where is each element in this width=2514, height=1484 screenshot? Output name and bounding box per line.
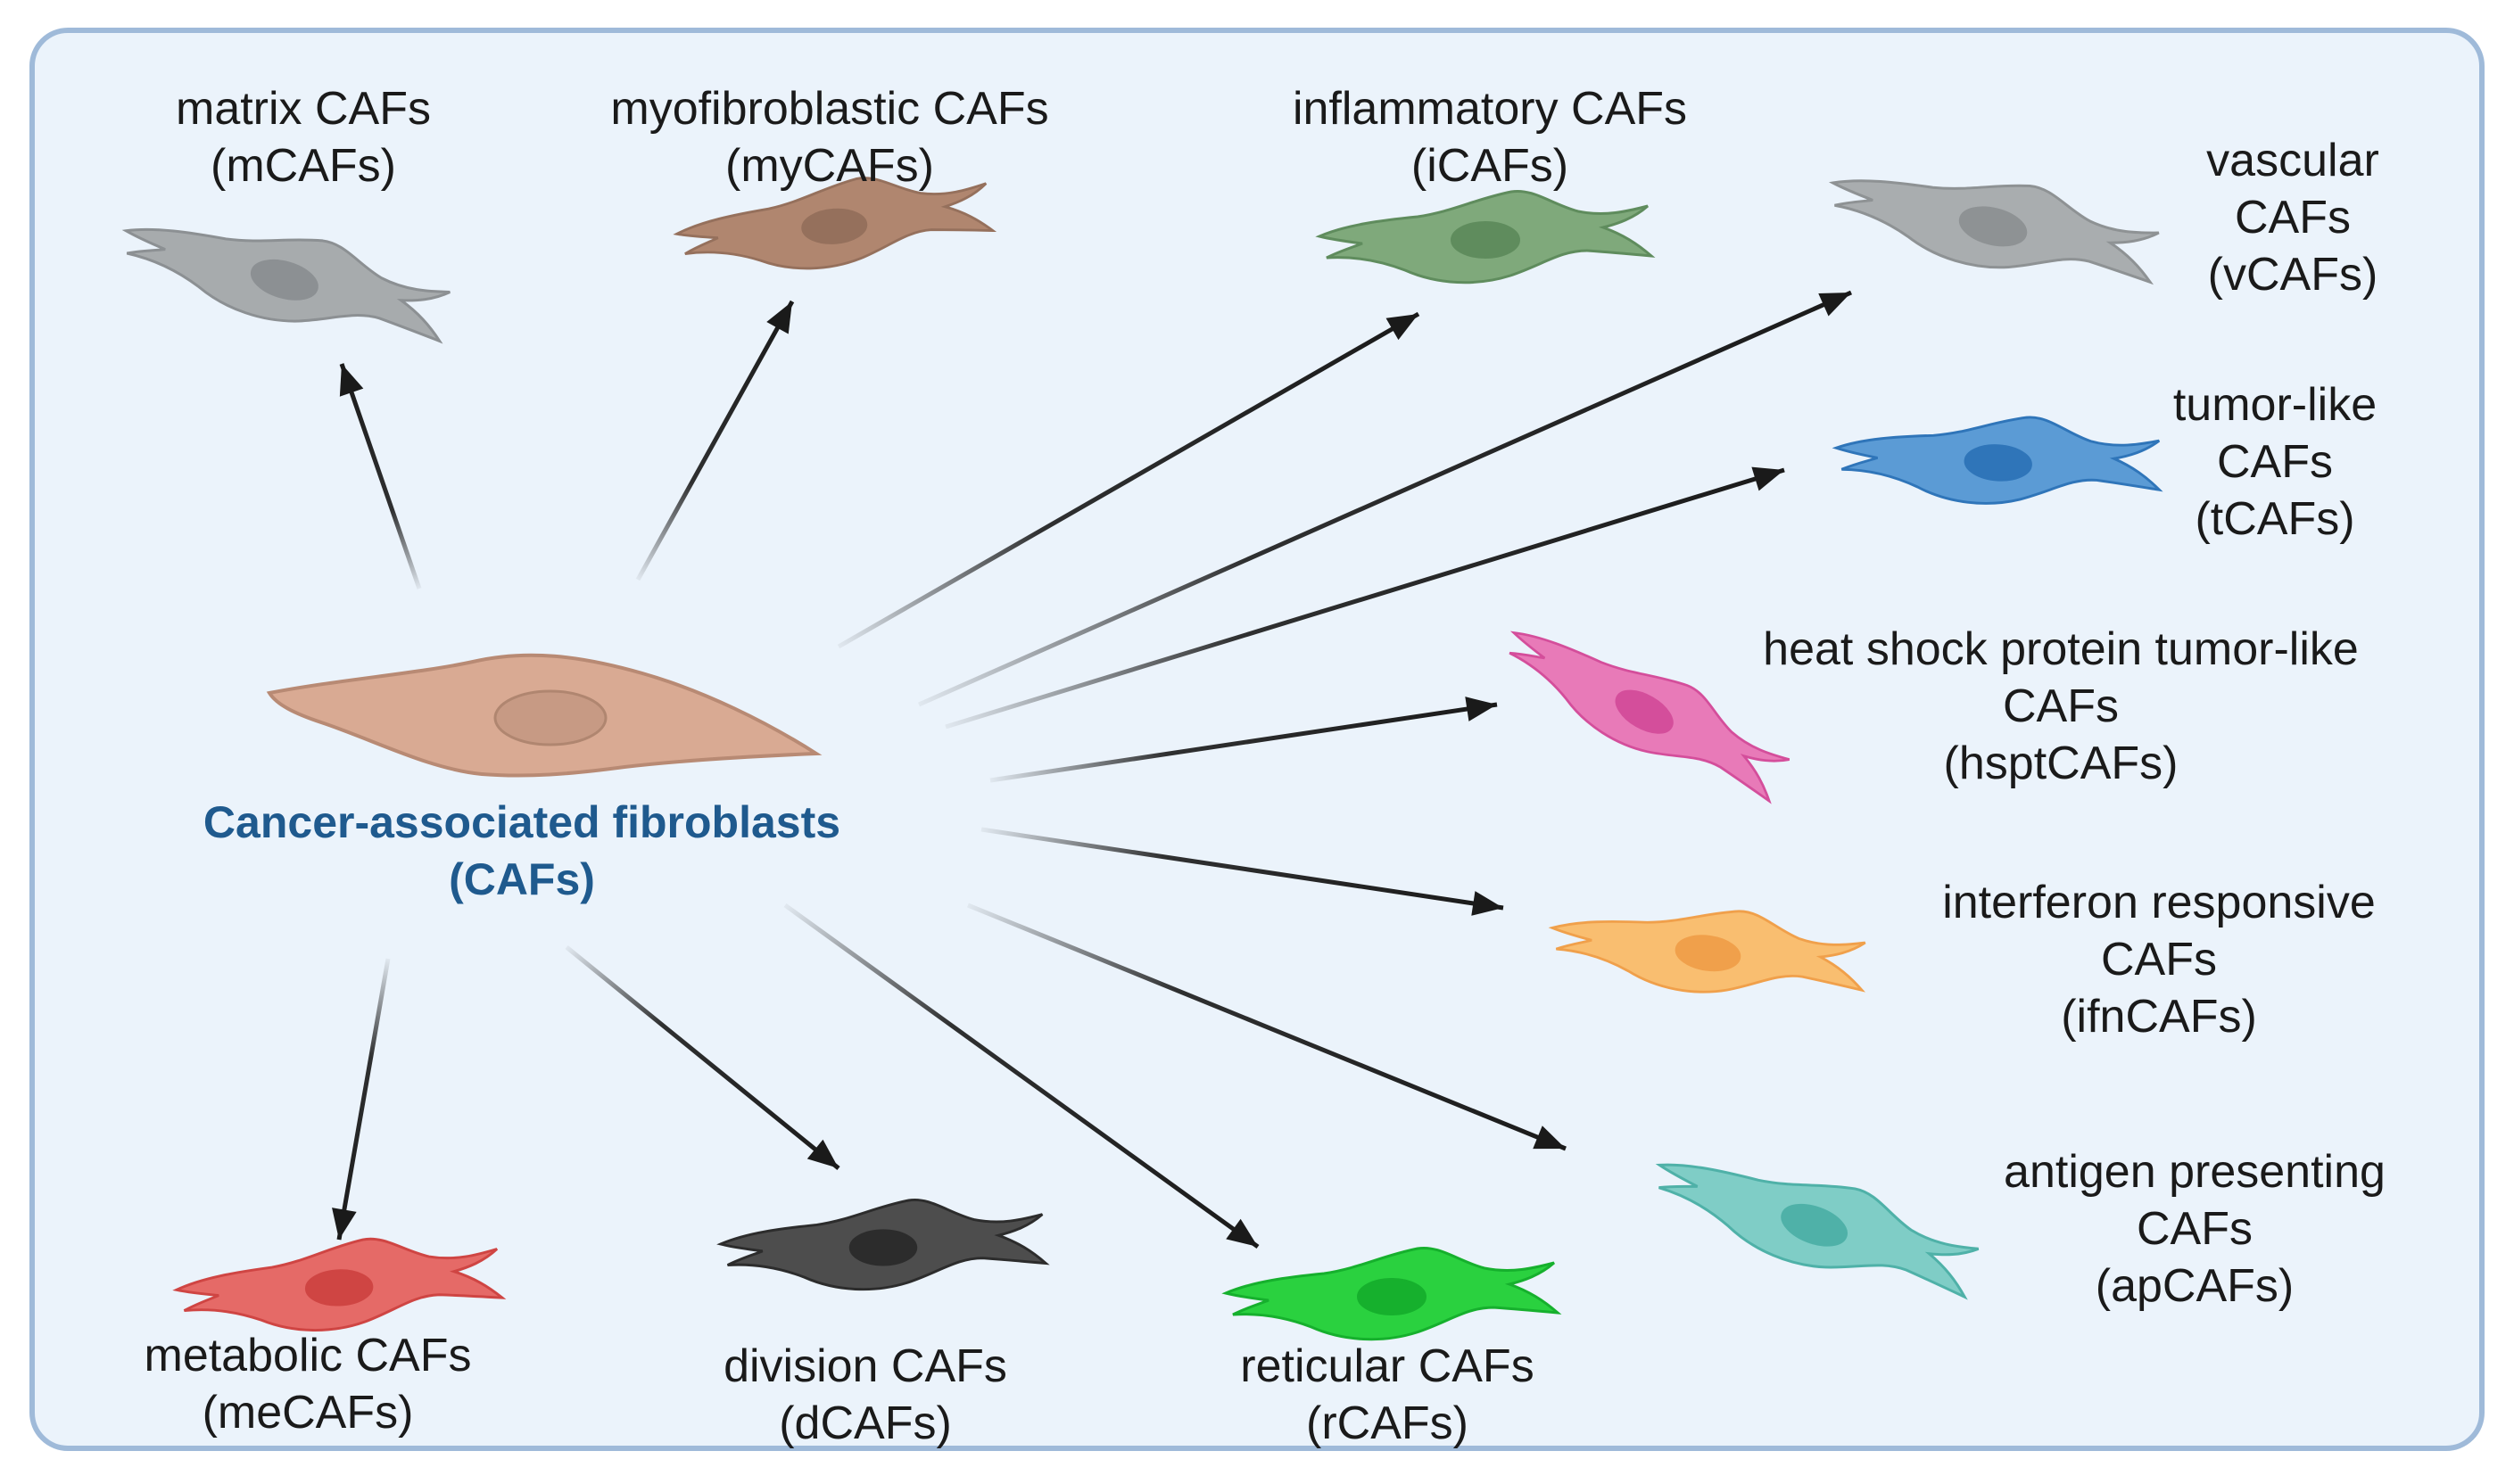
cell-hsptcafs xyxy=(1509,631,1790,804)
label-hsptcafs-line1: heat shock protein tumor-like xyxy=(1763,623,2359,675)
label-tcafs-line3: (tCAFs) xyxy=(2195,493,2355,545)
label-apcafs-line3: (apCAFs) xyxy=(2095,1260,2295,1312)
cell-mycafs xyxy=(673,177,997,270)
label-mcafs-abbr: (mCAFs) xyxy=(211,140,396,192)
arrowhead-tcafs xyxy=(1751,466,1784,491)
label-ifncafs-line1: interferon responsive xyxy=(1942,877,2376,928)
arrowhead-apcafs xyxy=(1533,1125,1566,1150)
cell-hsptcafs-nucleus xyxy=(1615,689,1674,734)
label-rcafs-abbr: (rCAFs) xyxy=(1306,1397,1468,1449)
label-mycafs-abbr: (myCAFs) xyxy=(725,140,934,192)
label-vcafs-line1: vascular xyxy=(2206,135,2379,186)
center-name: Cancer-associated fibroblasts xyxy=(203,797,841,847)
label-tcafs-line1: tumor-like xyxy=(2172,379,2378,431)
label-ifncafs-line2: CAFs xyxy=(2101,934,2217,985)
arrow-to-tcafs xyxy=(945,467,1785,730)
label-mcafs-name: matrix CAFs xyxy=(176,83,431,135)
label-icafs-name: inflammatory CAFs xyxy=(1292,83,1688,135)
arrow-to-rcafs xyxy=(783,903,1260,1249)
cell-ifncafs xyxy=(1548,910,1866,993)
cell-rcafs-nucleus xyxy=(1357,1278,1427,1315)
label-ifncafs: interferon responsive CAFs (ifnCAFs) xyxy=(1900,874,2418,1045)
label-hsptcafs: heat shock protein tumor-like CAFs (hspt… xyxy=(1713,621,2409,792)
label-dcafs-name: division CAFs xyxy=(724,1340,1007,1392)
arrow-to-icafs xyxy=(837,311,1420,649)
cell-mycafs-nucleus xyxy=(801,208,868,244)
arrowhead-hsptcafs xyxy=(1465,697,1497,721)
cell-rcafs xyxy=(1221,1246,1562,1341)
cell-apcafs xyxy=(1655,1163,1980,1300)
label-mycafs: myofibroblastic CAFs (myCAFs) xyxy=(571,80,1088,194)
cell-vcafs xyxy=(1828,179,2160,285)
label-vcafs-line2: CAFs xyxy=(2235,192,2351,243)
arrowhead-dcafs xyxy=(806,1139,839,1168)
cell-dcafs-nucleus xyxy=(848,1229,918,1266)
arrow-to-hsptcafs xyxy=(989,702,1498,783)
cell-mcafs-nucleus xyxy=(250,259,318,301)
cell-mcafs xyxy=(121,227,451,344)
label-rcafs-name: reticular CAFs xyxy=(1240,1340,1534,1392)
cell-mecafs xyxy=(172,1237,507,1331)
label-icafs-abbr: (iCAFs) xyxy=(1410,140,1569,192)
cell-mecafs-nucleus xyxy=(304,1269,374,1307)
arrowhead-ifncafs xyxy=(1471,891,1503,916)
arrow-to-mcafs xyxy=(339,363,422,589)
arrowhead-icafs xyxy=(1385,314,1418,341)
center-cell xyxy=(266,653,823,778)
cell-apcafs-nucleus xyxy=(1781,1203,1848,1247)
label-rcafs: reticular CAFs (rCAFs) xyxy=(1187,1338,1588,1452)
label-hsptcafs-line2: CAFs xyxy=(2003,680,2119,732)
center-abbr: (CAFs) xyxy=(449,854,595,904)
label-dcafs: division CAFs (dCAFs) xyxy=(687,1338,1044,1452)
cell-icafs-nucleus xyxy=(1451,221,1520,259)
arrowhead-mcafs xyxy=(339,364,364,397)
arrow-to-apcafs xyxy=(967,903,1567,1151)
cell-tcafs-nucleus xyxy=(1964,444,2032,482)
label-mcafs: matrix CAFs (mCAFs) xyxy=(125,80,482,194)
arrows-layer xyxy=(332,290,1853,1249)
label-dcafs-abbr: (dCAFs) xyxy=(779,1397,952,1449)
label-apcafs: antigen presenting CAFs (apCAFs) xyxy=(1963,1143,2427,1315)
label-mecafs-name: metabolic CAFs xyxy=(144,1330,472,1381)
arrow-to-ifncafs xyxy=(980,827,1504,911)
arrowhead-mycafs xyxy=(766,301,792,334)
label-mycafs-name: myofibroblastic CAFs xyxy=(610,83,1049,135)
cell-tcafs xyxy=(1832,416,2163,505)
label-tcafs-line2: CAFs xyxy=(2217,436,2333,488)
label-tcafs: tumor-like CAFs (tCAFs) xyxy=(2141,376,2409,548)
label-vcafs-line3: (vCAFs) xyxy=(2207,249,2378,301)
arrow-to-vcafs xyxy=(917,290,1853,707)
label-apcafs-line2: CAFs xyxy=(2137,1203,2253,1255)
cell-vcafs-nucleus xyxy=(1958,206,2028,247)
arrowhead-mecafs xyxy=(332,1208,357,1240)
label-mecafs: metabolic CAFs (meCAFs) xyxy=(116,1327,500,1441)
center-label: Cancer-associated fibroblasts (CAFs) xyxy=(134,794,910,908)
cell-icafs xyxy=(1315,189,1656,284)
cells-layer xyxy=(121,177,2163,1341)
center-cell-nucleus xyxy=(493,689,608,746)
arrowhead-vcafs xyxy=(1818,293,1851,317)
label-hsptcafs-line3: (hsptCAFs) xyxy=(1943,738,2179,789)
label-ifncafs-line3: (ifnCAFs) xyxy=(2061,991,2257,1043)
cell-ifncafs-nucleus xyxy=(1675,935,1741,972)
arrow-to-dcafs xyxy=(565,945,840,1170)
arrow-to-mycafs xyxy=(635,300,795,581)
label-mecafs-abbr: (meCAFs) xyxy=(202,1387,414,1439)
cell-dcafs xyxy=(716,1198,1050,1291)
label-vcafs: vascular CAFs (vCAFs) xyxy=(2159,132,2427,303)
arrow-to-mecafs xyxy=(336,958,391,1241)
label-apcafs-line1: antigen presenting xyxy=(2004,1146,2386,1198)
label-icafs: inflammatory CAFs (iCAFs) xyxy=(1258,80,1722,194)
arrowhead-rcafs xyxy=(1226,1218,1258,1247)
